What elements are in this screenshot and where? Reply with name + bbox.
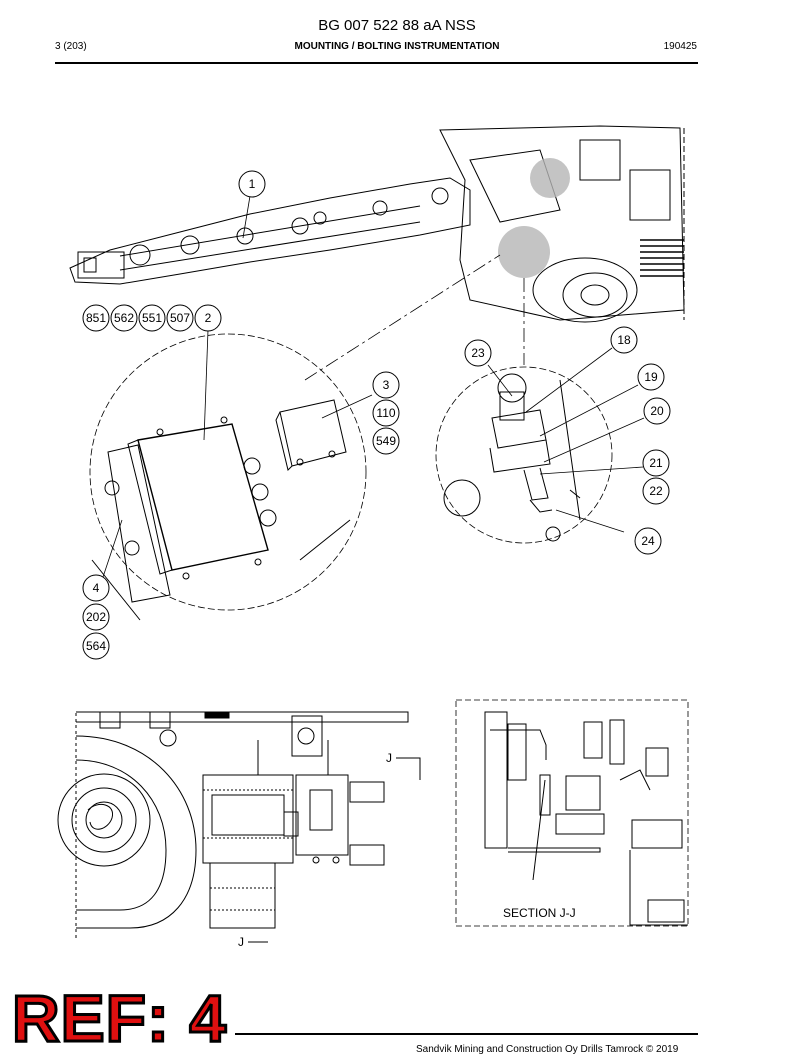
- callout-19: [637, 363, 665, 391]
- callout-21-text: 21: [649, 456, 663, 470]
- callout-24-text: 24: [641, 534, 655, 548]
- detail-sensor: [435, 366, 613, 544]
- page-number: 3 (203): [55, 41, 87, 52]
- callout-507-text: 507: [170, 311, 190, 325]
- callout-1: [238, 170, 266, 198]
- sensor-leaders: [487, 347, 645, 533]
- footer-rule: [235, 1033, 698, 1035]
- callout-21: [642, 449, 670, 477]
- machine-overview: [69, 125, 685, 323]
- junction-box-leaders: [102, 329, 373, 578]
- callout-2-text: 2: [205, 311, 212, 325]
- callout-20: [643, 397, 671, 425]
- callout-20-text: 20: [650, 404, 664, 418]
- callout-851-text: 851: [86, 311, 106, 325]
- callout-110-text: 110: [376, 406, 395, 420]
- callout-18: [610, 326, 638, 354]
- callout-851: [82, 304, 110, 332]
- callout-551-text: 551: [142, 311, 162, 325]
- callout-507: [166, 304, 194, 332]
- section-j-j-view: [455, 699, 689, 927]
- callout-562-text: 562: [114, 311, 134, 325]
- section-mark-j-bottom: J: [238, 935, 244, 949]
- callout-3: [372, 371, 400, 399]
- callout-3-text: 3: [383, 378, 390, 392]
- side-view: [57, 711, 409, 929]
- callout-110: [372, 399, 400, 427]
- callout-564: [82, 632, 110, 660]
- callout-562: [110, 304, 138, 332]
- callout-549-text: 549: [376, 434, 396, 448]
- callout-202-text: 202: [86, 610, 106, 624]
- section-mark-j-top: J: [386, 751, 392, 765]
- section-title: MOUNTING / BOLTING INSTRUMENTATION: [294, 41, 500, 52]
- header-rule: [55, 62, 698, 64]
- callout-24: [634, 527, 662, 555]
- callout-18-text: 18: [617, 333, 631, 347]
- callout-551: [138, 304, 166, 332]
- ref-stamp: REF: 4: [10, 981, 228, 1055]
- callout-19-text: 19: [644, 370, 658, 384]
- detail-junction-box: [89, 333, 367, 621]
- leader-1: [242, 195, 251, 239]
- callout-202: [82, 603, 110, 631]
- callout-2: [194, 304, 222, 332]
- callout-23-text: 23: [471, 346, 485, 360]
- footer-copyright: Sandvik Mining and Construction Oy Drill…: [416, 1044, 679, 1055]
- detail-link-left: [304, 254, 501, 381]
- callout-texts: 1 851 562 551 507 2 3 110 549 4 202 564 …: [86, 177, 664, 653]
- document-title: BG 007 522 88 aA NSS: [318, 17, 476, 34]
- section-title-j-j: SECTION J-J: [503, 906, 576, 920]
- callout-1-text: 1: [249, 177, 256, 191]
- callout-549: [372, 427, 400, 455]
- callout-4: [82, 574, 110, 602]
- callout-23: [464, 339, 492, 367]
- section-markers: [75, 712, 421, 943]
- callout-4-text: 4: [93, 581, 100, 595]
- callout-bubbles: [82, 170, 671, 660]
- callout-22-text: 22: [649, 484, 663, 498]
- callout-564-text: 564: [86, 639, 106, 653]
- document-date: 190425: [663, 41, 697, 52]
- callout-22: [642, 477, 670, 505]
